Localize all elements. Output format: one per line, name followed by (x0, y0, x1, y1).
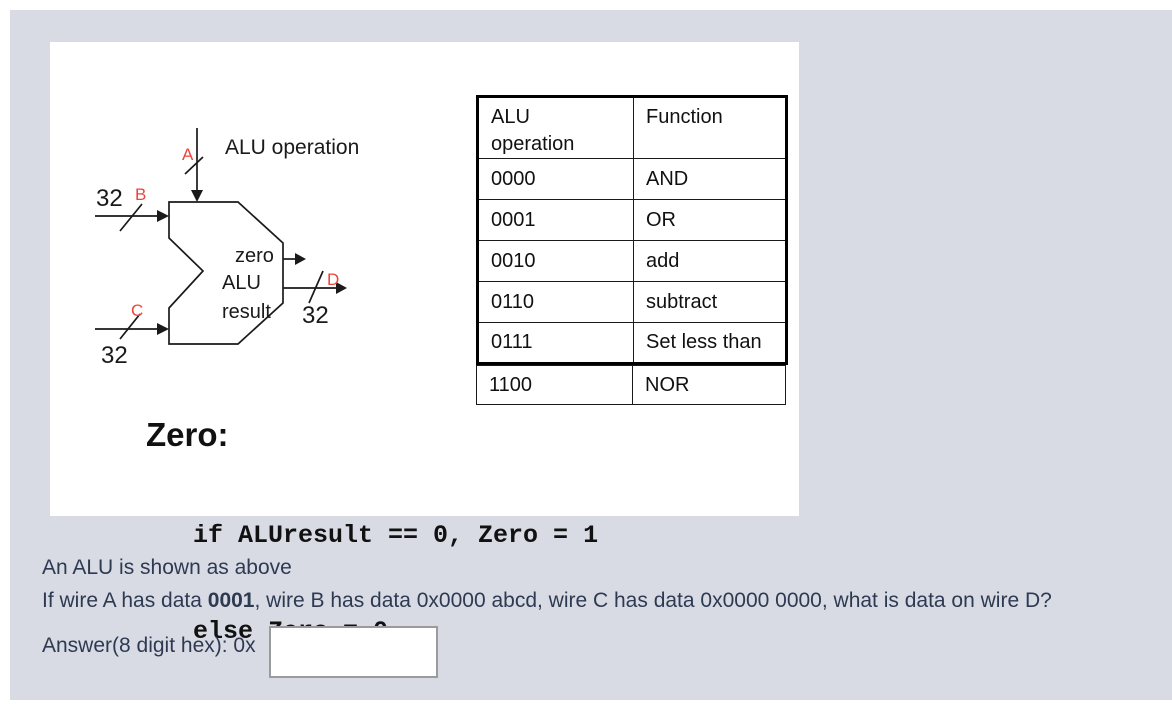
question-panel: A B C D ALU operation 32 32 32 zero ALU … (10, 10, 1172, 700)
header-alu-operation: ALU operation (477, 96, 634, 159)
wire-a (184, 128, 204, 191)
alu-figure: A B C D ALU operation 32 32 32 zero ALU … (50, 42, 799, 646)
bus-width-b: 32 (96, 185, 123, 212)
zero-output-arrowhead (295, 253, 306, 265)
question-line1: An ALU is shown as above (42, 556, 292, 579)
wire-b (95, 203, 158, 232)
zero-code-line1: if ALUresult == 0, Zero = 1 (193, 521, 599, 550)
table-row: 1100 NOR (476, 365, 786, 405)
table-header-row: ALU operation Function (477, 96, 787, 159)
bus-width-c: 32 (101, 342, 128, 369)
table-row: 0111 Set less than (477, 322, 787, 364)
question-line2: If wire A has data 0001, wire B has data… (42, 589, 1052, 612)
bus-width-d: 32 (302, 302, 329, 329)
wire-b-arrowhead (157, 210, 169, 222)
wire-d-label: D (327, 270, 339, 289)
header-function: Function (633, 96, 787, 159)
alu-result-label-line2: result (222, 301, 271, 323)
alu-function-table: ALU operation Function 0000 AND 0001 OR … (476, 95, 788, 405)
wire-a-arrowhead (191, 190, 203, 202)
wire-d (283, 270, 337, 304)
wire-b-label: B (135, 185, 146, 204)
table-row: 0001 OR (477, 199, 787, 241)
alu-result-label-line1: ALU (222, 272, 261, 294)
wire-d-arrowhead (336, 282, 347, 294)
alu-operation-label: ALU operation (225, 136, 359, 159)
wire-c-arrowhead (157, 323, 169, 335)
zero-label: zero (235, 245, 274, 267)
wire-a-label: A (182, 145, 194, 164)
table-row: 0110 subtract (477, 281, 787, 323)
wire-a-value: 0001 (207, 589, 255, 612)
wire-c-label: C (131, 301, 143, 320)
alu-shape (168, 201, 284, 345)
answer-input[interactable] (269, 626, 438, 678)
table-row: 0000 AND (477, 158, 787, 200)
alu-diagram: A B C D ALU operation 32 32 32 zero ALU … (95, 128, 359, 369)
zero-heading: Zero: (146, 416, 229, 453)
wire-c (95, 313, 158, 340)
table-row: 0010 add (477, 240, 787, 282)
question-text: An ALU is shown as above If wire A has d… (42, 551, 1052, 617)
zero-pseudocode: if ALUresult == 0, Zero = 1 else Zero = … (193, 456, 598, 712)
answer-label: Answer(8 digit hex): 0x (42, 634, 256, 657)
